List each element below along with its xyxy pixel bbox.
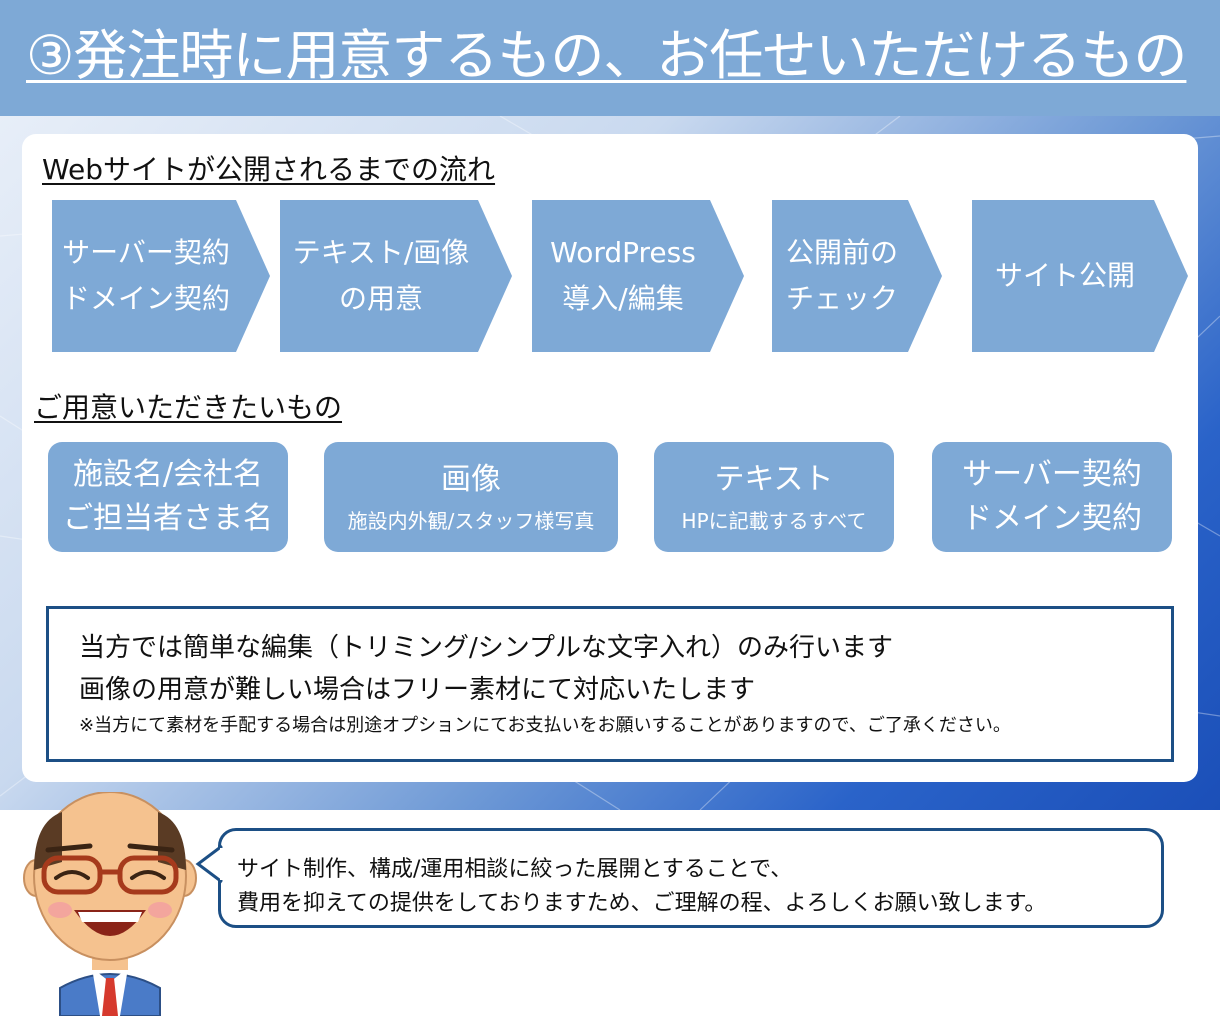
prepare-item-names: 施設名/会社名 ご担当者さま名	[48, 442, 288, 552]
prepare-item-main: テキスト	[714, 462, 834, 497]
prepare-item-images: 画像 施設内外観/スタッフ様写真	[324, 442, 618, 552]
header-bar: ③発注時に用意するもの、お任せいただけるもの	[0, 0, 1220, 116]
prepare-item-sub: 施設内外観/スタッフ様写真	[347, 509, 595, 533]
flow-title: Webサイトが公開されるまでの流れ	[42, 153, 496, 186]
presenter-avatar	[23, 792, 197, 1016]
flow-step-line: テキスト/画像	[292, 236, 470, 269]
prepare-item-main: 画像	[441, 462, 501, 497]
prepare-title: ご用意いただきたいもの	[34, 391, 343, 424]
flow-step-line: ドメイン契約	[61, 282, 230, 315]
flow-step-line: WordPress	[550, 236, 696, 269]
flow-step-line: チェック	[785, 282, 898, 315]
flow-step-line: サイト公開	[994, 259, 1135, 292]
flow-step-wordpress: WordPress 導入/編集	[532, 200, 744, 352]
flow-step-publish: サイト公開	[972, 200, 1188, 352]
speech-bubble-tail	[195, 844, 224, 884]
speech-bubble: サイト制作、構成/運用相談に絞った展開とすることで、 費用を抑えての提供をしてお…	[218, 828, 1164, 928]
prepare-item-line: 施設名/会社名	[72, 457, 264, 492]
notice-box: 当方では簡単な編集（トリミング/シンプルな文字入れ）のみ行います 画像の用意が難…	[46, 606, 1174, 762]
bubble-line-1: サイト制作、構成/運用相談に絞った展開とすることで、	[237, 857, 793, 882]
notice-line-2: 画像の用意が難しい場合はフリー素材にて対応いたします	[79, 675, 756, 705]
notice-footnote: ※当方にて素材を手配する場合は別途オプションにてお支払いをお願いすることがありま…	[79, 715, 1011, 736]
page-title: ③発注時に用意するもの、お任せいただけるもの	[26, 24, 1187, 87]
flow-step-line: の用意	[338, 282, 423, 315]
flow-step-line: 導入/編集	[562, 282, 684, 315]
prepare-item-line: サーバー契約	[962, 457, 1142, 492]
bubble-line-2: 費用を抑えての提供をしておりますため、ご理解の程、よろしくお願い致します。	[237, 891, 1047, 916]
prepare-item-line: ドメイン契約	[962, 501, 1142, 536]
flow-step-line: サーバー契約	[62, 236, 230, 269]
prepare-item-text: テキスト HPに記載するすべて	[654, 442, 894, 552]
notice-line-1: 当方では簡単な編集（トリミング/シンプルな文字入れ）のみ行います	[79, 633, 893, 663]
flow-step-content: テキスト/画像の用意	[280, 200, 512, 352]
flow-step-line: 公開前の	[785, 236, 898, 269]
flow-step-check: 公開前のチェック	[772, 200, 942, 352]
prepare-item-server: サーバー契約 ドメイン契約	[932, 442, 1172, 552]
flow-step-server: サーバー契約ドメイン契約	[52, 200, 270, 352]
prepare-item-line: ご担当者さま名	[63, 501, 273, 536]
prepare-item-sub: HPに記載するすべて	[681, 509, 867, 533]
